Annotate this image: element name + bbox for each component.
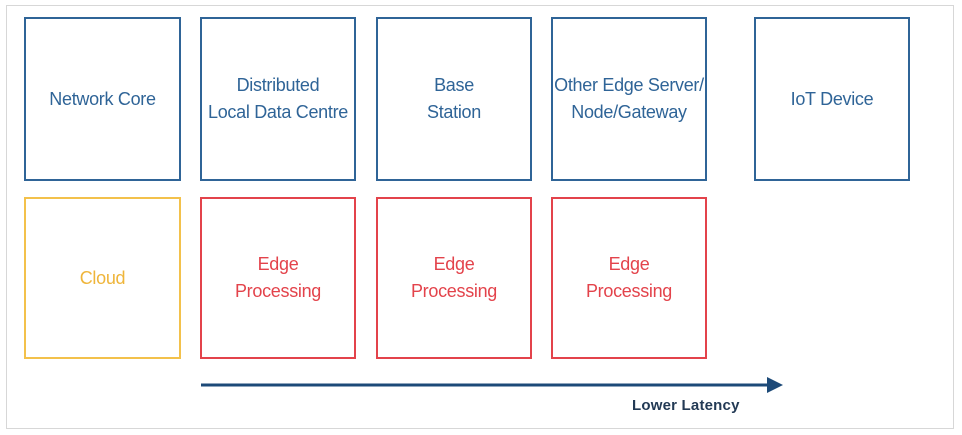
edge-processing-box: Edge Processing [551, 197, 707, 359]
edge-processing-box: Edge Processing [376, 197, 532, 359]
arrow-head-icon [767, 377, 783, 393]
distributed-local-data-centre-box: Distributed Local Data Centre [200, 17, 356, 181]
base-station-box: Base Station [376, 17, 532, 181]
iot-device-box: IoT Device [754, 17, 910, 181]
cloud-box: Cloud [24, 197, 181, 359]
lower-latency-arrow [201, 377, 783, 393]
edge-processing-box: Edge Processing [200, 197, 356, 359]
network-core-box: Network Core [24, 17, 181, 181]
lower-latency-label: Lower Latency [632, 397, 740, 414]
other-edge-server-box: Other Edge Server/ Node/Gateway [551, 17, 707, 181]
